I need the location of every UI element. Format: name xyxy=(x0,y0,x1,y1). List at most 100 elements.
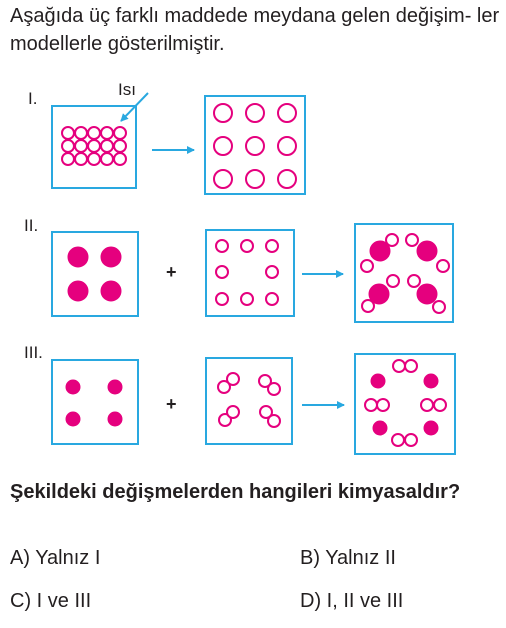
plus-sign-3: + xyxy=(166,394,177,414)
plus-sign-2: + xyxy=(166,262,177,282)
open-particle xyxy=(226,372,240,386)
open-particle xyxy=(87,139,101,153)
filled-particle xyxy=(107,379,123,395)
open-particle xyxy=(436,259,450,273)
open-particle xyxy=(361,299,375,313)
filled-particle xyxy=(416,283,438,305)
open-particle xyxy=(213,136,233,156)
small-open-particles xyxy=(215,239,279,306)
large-filled-particles xyxy=(67,246,122,302)
open-particle xyxy=(113,139,127,153)
box-3-product xyxy=(354,353,456,455)
row-label-2: II. xyxy=(24,216,38,235)
box-2-middle xyxy=(205,229,295,317)
open-particle xyxy=(259,405,273,419)
open-particle xyxy=(113,152,127,166)
open-particle xyxy=(217,380,231,394)
open-particle xyxy=(364,398,378,412)
open-particle xyxy=(420,398,434,412)
filled-particle xyxy=(369,240,391,262)
open-particle xyxy=(433,398,447,412)
heat-arrow xyxy=(120,92,149,122)
open-particle xyxy=(376,398,390,412)
option-a[interactable]: A) Yalnız I xyxy=(10,547,101,569)
box-3-left xyxy=(51,359,139,445)
open-particle xyxy=(277,103,297,123)
open-particle xyxy=(258,374,272,388)
filled-particle xyxy=(100,246,122,268)
heat-label: Isı xyxy=(118,80,136,99)
filled-particle xyxy=(370,373,386,389)
filled-particle xyxy=(423,420,439,436)
spread-particles xyxy=(213,103,297,189)
filled-particle xyxy=(65,411,81,427)
filled-particle xyxy=(65,379,81,395)
open-particle xyxy=(61,139,75,153)
box-3-middle xyxy=(205,357,293,445)
open-particle xyxy=(213,169,233,189)
filled-particle xyxy=(368,283,390,305)
open-particle xyxy=(265,292,279,306)
open-particle xyxy=(100,152,114,166)
box-2-product xyxy=(354,223,454,323)
filled-particles xyxy=(65,379,123,427)
row-label-3: III. xyxy=(24,343,43,362)
open-particle xyxy=(226,405,240,419)
open-particle xyxy=(245,136,265,156)
open-particle xyxy=(277,136,297,156)
intro-text: Aşağıda üç farklı maddede meydana gelen … xyxy=(10,5,500,55)
open-particle xyxy=(407,274,421,288)
filled-particle xyxy=(107,411,123,427)
open-particle xyxy=(245,103,265,123)
open-particle xyxy=(267,382,281,396)
filled-particle xyxy=(67,246,89,268)
filled-particle xyxy=(372,420,388,436)
open-particle xyxy=(74,139,88,153)
open-particle xyxy=(100,139,114,153)
open-particle xyxy=(113,126,127,140)
filled-particle xyxy=(423,373,439,389)
box-2-left xyxy=(51,231,139,317)
open-particle xyxy=(405,233,419,247)
open-particle xyxy=(61,126,75,140)
row-1-model: Isı xyxy=(51,80,306,195)
open-particle xyxy=(240,239,254,253)
question-text: Şekildeki değişmelerden hangileri kimyas… xyxy=(10,481,461,503)
open-particle xyxy=(265,265,279,279)
open-particle xyxy=(74,126,88,140)
filled-particle xyxy=(416,240,438,262)
option-c[interactable]: C) I ve III xyxy=(10,590,92,612)
tightly-packed-particles xyxy=(61,126,127,166)
open-particle xyxy=(265,239,279,253)
filled-particle xyxy=(67,280,89,302)
open-particle xyxy=(404,359,418,373)
open-particle xyxy=(61,152,75,166)
option-d[interactable]: D) I, II ve III xyxy=(300,590,404,612)
open-particle xyxy=(215,265,229,279)
open-particle xyxy=(240,292,254,306)
mixed-particles xyxy=(364,359,447,447)
open-particle xyxy=(385,233,399,247)
open-particle xyxy=(267,414,281,428)
open-particle xyxy=(215,239,229,253)
open-particle xyxy=(386,274,400,288)
filled-particle xyxy=(100,280,122,302)
open-particle xyxy=(404,433,418,447)
open-particle xyxy=(392,359,406,373)
open-particle xyxy=(215,292,229,306)
row-3-model: + xyxy=(51,353,456,455)
combined-particles xyxy=(360,233,450,314)
paired-open-particles xyxy=(217,372,281,428)
open-particle xyxy=(432,300,446,314)
open-particle xyxy=(100,126,114,140)
open-particle xyxy=(277,169,297,189)
row-2-model: + xyxy=(51,223,454,323)
open-particle xyxy=(74,152,88,166)
open-particle xyxy=(87,152,101,166)
row-label-1: I. xyxy=(28,89,37,108)
open-particle xyxy=(213,103,233,123)
box-1-after xyxy=(204,95,306,195)
option-b[interactable]: B) Yalnız II xyxy=(300,547,396,569)
open-particle xyxy=(391,433,405,447)
open-particle xyxy=(245,169,265,189)
